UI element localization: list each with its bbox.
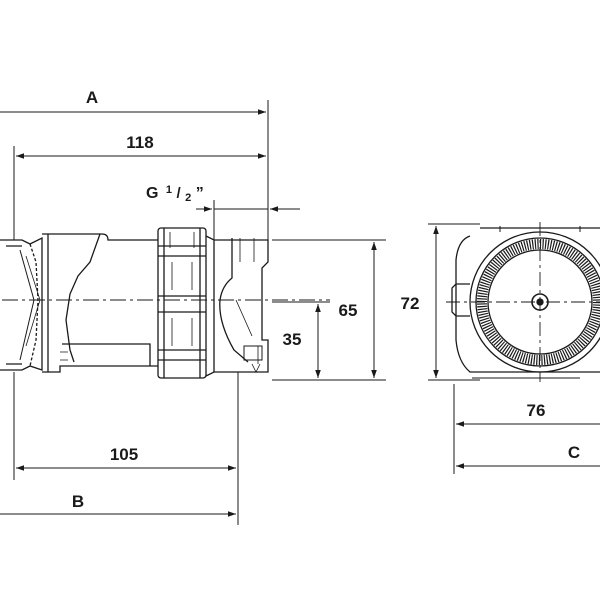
label-C: C (568, 443, 580, 462)
label-A: A (86, 88, 98, 107)
valve-body (205, 235, 269, 377)
side-boss (451, 283, 470, 317)
label-thread: G 1 / 2 ” (146, 180, 204, 205)
side-view (0, 227, 330, 379)
thread-num: 1 (166, 184, 172, 196)
label-105: 105 (110, 445, 138, 464)
label-72: 72 (401, 294, 420, 313)
thread-den: 2 (185, 192, 191, 204)
label-35: 35 (283, 330, 302, 349)
motor-housing (42, 233, 158, 373)
dimension-lines (0, 100, 600, 525)
label-118: 118 (126, 133, 153, 152)
thread-slash: / (176, 185, 181, 202)
thread-prefix: G (146, 185, 158, 202)
front-view (446, 222, 600, 382)
dimension-labels: A 118 G 1 / 2 ” 65 35 72 105 B 76 C (72, 88, 580, 511)
union-nut (157, 227, 207, 379)
label-65: 65 (339, 301, 358, 320)
label-B: B (72, 492, 84, 511)
thread-suffix: ” (196, 185, 204, 202)
label-76: 76 (527, 401, 546, 420)
left-end-cap (0, 236, 43, 371)
